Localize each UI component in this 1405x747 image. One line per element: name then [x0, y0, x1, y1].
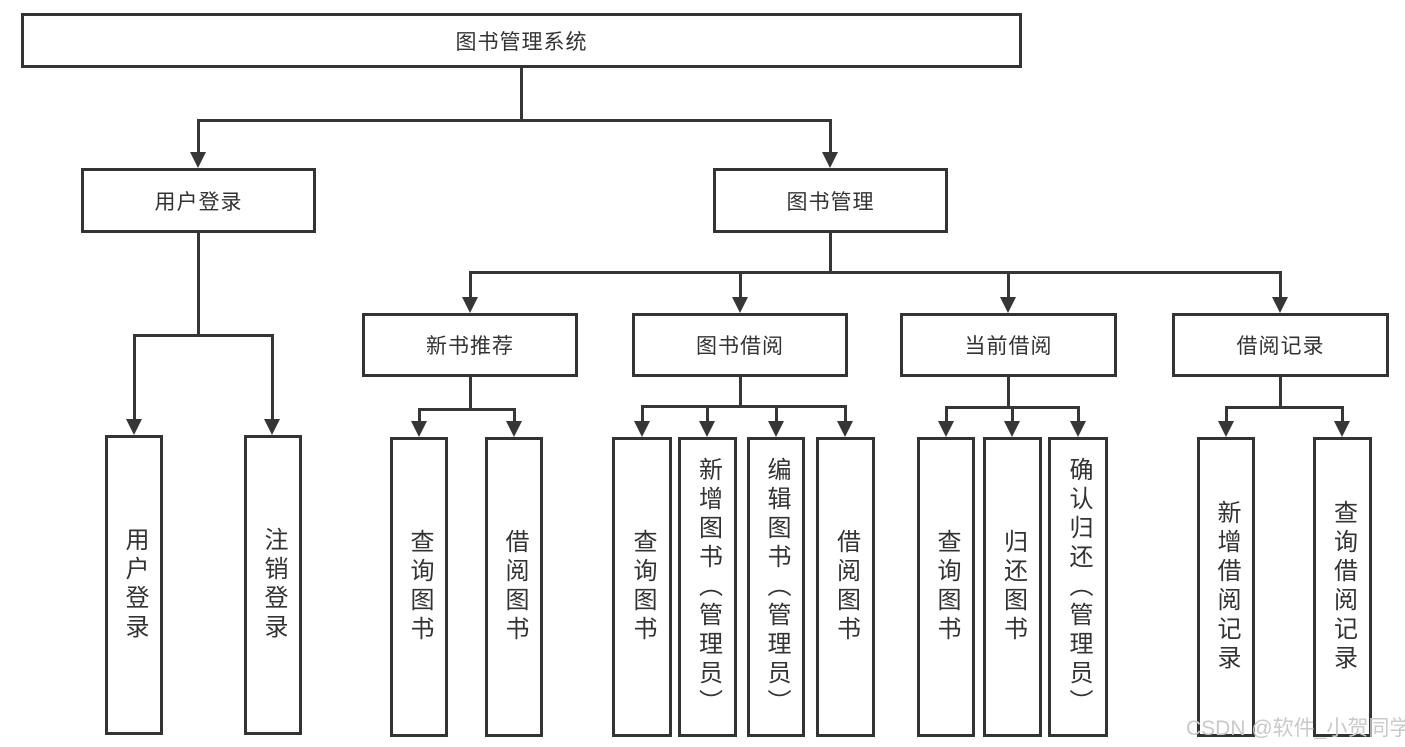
node-label: 借阅图书 — [832, 529, 860, 645]
leaf-return-books: 归还图书 — [983, 437, 1042, 737]
connector-drop-book-borrow — [738, 271, 742, 297]
node-label: 编辑图书（管理员） — [763, 456, 790, 718]
arrowhead-book-borrow — [732, 297, 748, 313]
arrowhead-add-books-admin — [699, 421, 715, 437]
connector-drop-query-books-recommend — [417, 408, 421, 421]
node-book-management: 图书管理 — [713, 168, 948, 233]
node-book-borrow: 图书借阅 — [632, 313, 848, 377]
leaf-query-books-borrow: 查询图书 — [612, 437, 672, 737]
node-label: 图书管理系统 — [455, 30, 588, 54]
arrowhead-borrow-books — [837, 421, 853, 437]
connector-recommend-bus — [417, 408, 516, 411]
connector-drop-borrow-records — [1278, 271, 1282, 297]
connector-root-stem — [519, 68, 523, 119]
connector-borrow-stem — [738, 377, 742, 405]
arrowhead-edit-books-admin — [768, 421, 784, 437]
connector-recommend-stem — [468, 377, 472, 408]
arrowhead-book-management — [822, 152, 838, 168]
node-borrow-records: 借阅记录 — [1172, 313, 1389, 377]
leaf-borrow-books-recommend: 借阅图书 — [485, 437, 543, 737]
connector-records-bus — [1224, 406, 1344, 409]
arrowhead-query-books-borrow — [634, 421, 650, 437]
leaf-query-books-current: 查询图书 — [917, 437, 975, 737]
leaf-logout: 注销登录 — [244, 435, 302, 735]
node-label: 查询图书 — [933, 529, 960, 645]
node-label: 查询图书 — [406, 529, 433, 645]
arrowhead-current-borrow — [1000, 297, 1016, 313]
node-label: 借阅图书 — [501, 529, 528, 645]
connector-drop-new-book-recommend — [468, 271, 472, 297]
arrowhead-borrow-books-recommend — [506, 421, 522, 437]
connector-user-login-bus — [132, 334, 274, 337]
node-label: 查询图书 — [629, 529, 656, 645]
node-label: 确认归还（管理员） — [1065, 456, 1092, 718]
connector-drop-edit-books-admin — [774, 405, 778, 421]
leaf-edit-books-admin: 编辑图书（管理员） — [747, 437, 805, 737]
arrowhead-leaf-logout — [264, 419, 280, 435]
connector-records-stem — [1278, 377, 1282, 406]
arrowhead-query-books-recommend — [411, 421, 427, 437]
arrowhead-user-login — [190, 152, 206, 168]
connector-drop-query-books-borrow — [640, 405, 644, 421]
connector-drop-leaf-logout — [270, 334, 274, 419]
arrowhead-query-borrow-record — [1334, 421, 1350, 437]
csdn-watermark: CSDN @软件_小贺同学 — [1186, 717, 1405, 740]
node-label: 当前借阅 — [964, 335, 1053, 358]
node-label: 新增借阅记录 — [1213, 500, 1240, 674]
node-label: 图书管理 — [786, 190, 875, 214]
arrowhead-new-book-recommend — [462, 297, 478, 313]
connector-drop-query-books-current — [944, 406, 948, 421]
leaf-add-borrow-record: 新增借阅记录 — [1197, 437, 1255, 737]
connector-user-login-stem — [196, 233, 200, 334]
arrowhead-leaf-user-login — [126, 419, 142, 435]
connector-drop-user-login — [196, 119, 200, 152]
connector-drop-borrow-books-recommend — [512, 408, 516, 421]
connector-drop-book-management — [828, 119, 832, 152]
connector-current-stem — [1006, 377, 1010, 406]
arrowhead-add-borrow-record — [1218, 421, 1234, 437]
arrowhead-return-books — [1004, 421, 1020, 437]
connector-borrow-bus — [640, 405, 847, 408]
connector-book-management-stem — [828, 233, 832, 271]
connector-drop-query-borrow-record — [1340, 406, 1344, 421]
node-label: 归还图书 — [999, 529, 1027, 645]
node-user-login: 用户登录 — [81, 168, 316, 233]
node-root-library-system: 图书管理系统 — [21, 13, 1022, 68]
connector-drop-borrow-books — [843, 405, 847, 421]
node-label: 用户登录 — [121, 527, 148, 643]
node-label: 查询借阅记录 — [1329, 500, 1357, 674]
node-new-book-recommend: 新书推荐 — [362, 313, 578, 377]
connector-drop-add-borrow-record — [1224, 406, 1228, 421]
leaf-confirm-return-admin: 确认归还（管理员） — [1048, 437, 1108, 737]
connector-drop-leaf-user-login — [132, 334, 136, 419]
arrowhead-query-books-current — [938, 421, 954, 437]
connector-root-bus — [196, 119, 832, 122]
node-current-borrow: 当前借阅 — [900, 313, 1117, 377]
node-label: 用户登录 — [154, 190, 243, 214]
leaf-query-books-recommend: 查询图书 — [390, 437, 448, 737]
node-label: 新增图书（管理员） — [694, 456, 722, 718]
node-label: 图书借阅 — [696, 335, 784, 358]
node-label: 借阅记录 — [1236, 335, 1325, 358]
connector-drop-confirm-return — [1076, 406, 1080, 421]
connector-drop-add-books-admin — [705, 405, 709, 421]
node-label: 新书推荐 — [426, 335, 514, 358]
connector-drop-current-borrow — [1006, 271, 1010, 297]
leaf-user-login: 用户登录 — [105, 435, 163, 735]
leaf-borrow-books: 借阅图书 — [816, 437, 875, 737]
node-label: 注销登录 — [260, 527, 287, 643]
leaf-query-borrow-record: 查询借阅记录 — [1313, 437, 1372, 737]
leaf-add-books-admin: 新增图书（管理员） — [678, 437, 737, 737]
arrowhead-confirm-return — [1070, 421, 1086, 437]
connector-book-management-bus — [468, 271, 1282, 274]
arrowhead-borrow-records — [1272, 297, 1288, 313]
connector-drop-return-books — [1010, 406, 1014, 421]
